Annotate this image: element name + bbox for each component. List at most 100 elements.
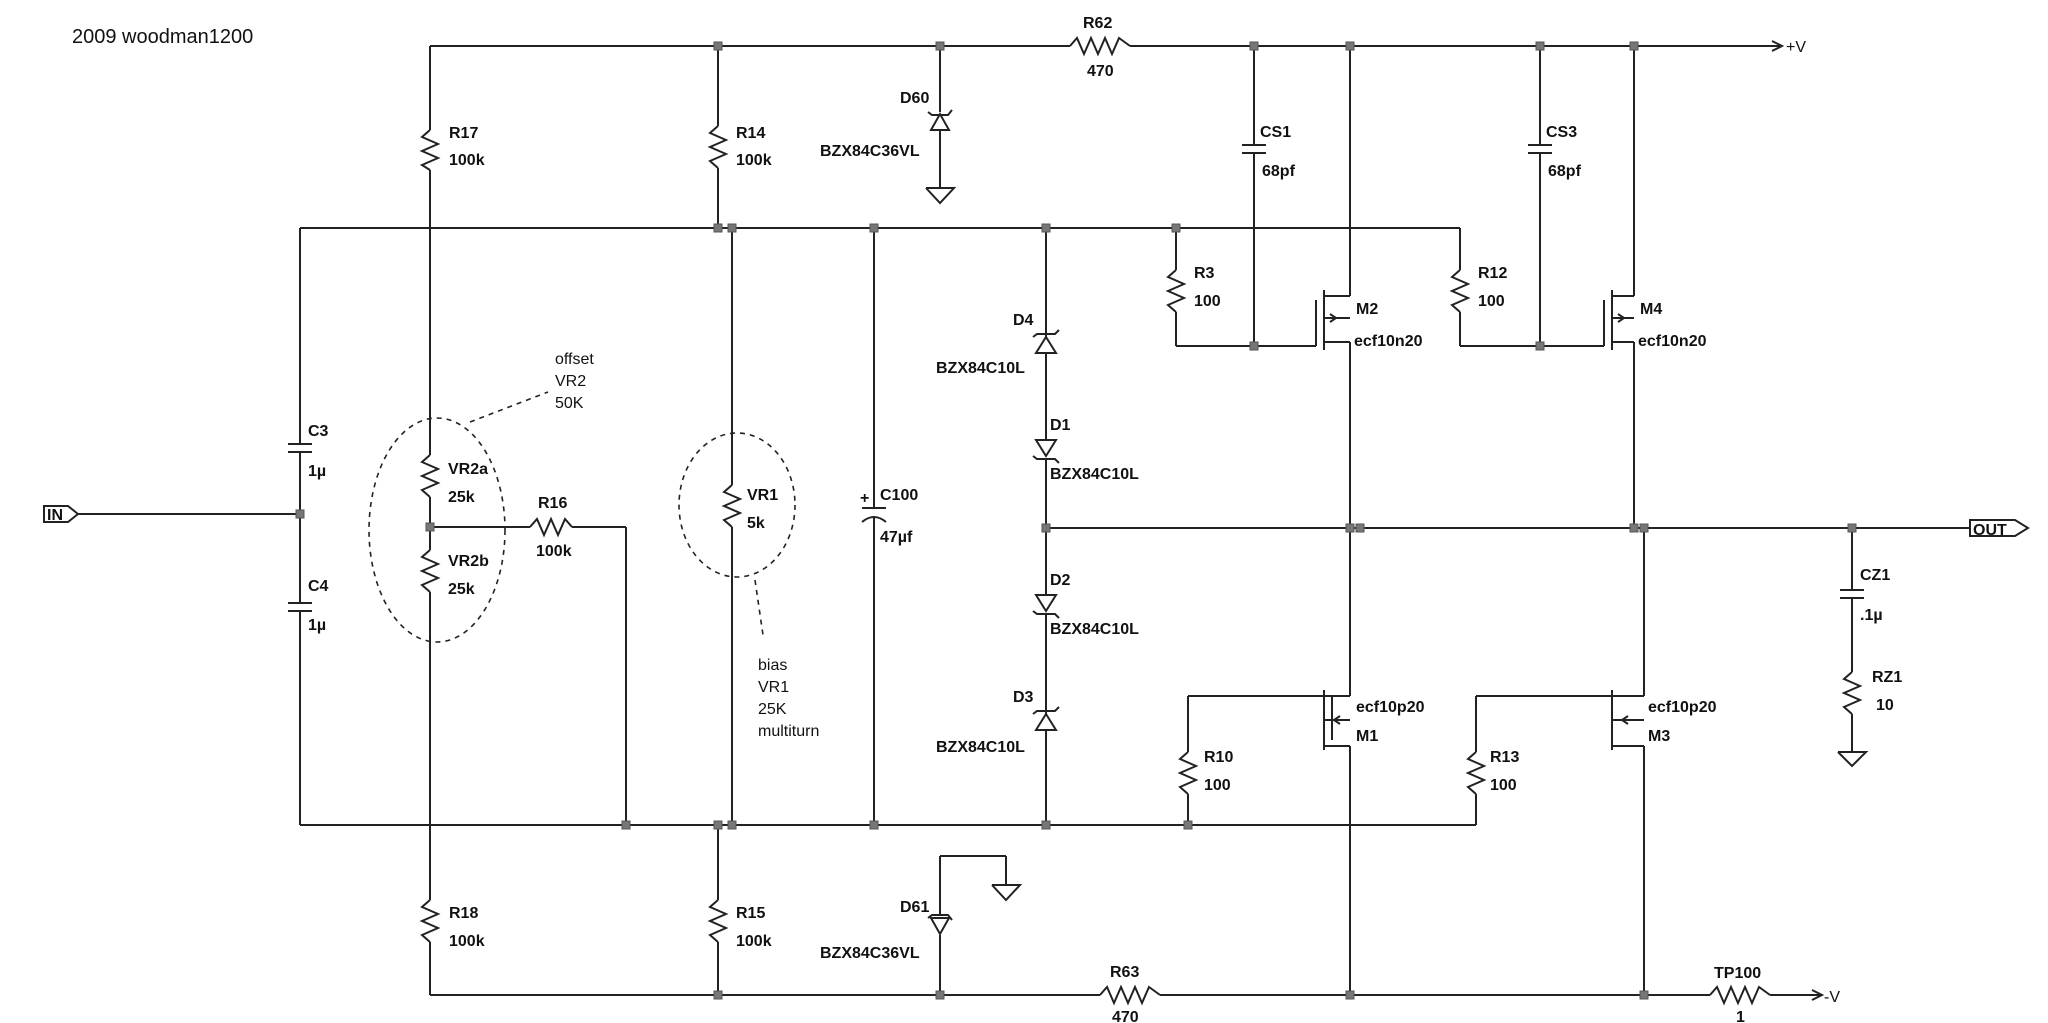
r13-value: 100 (1490, 777, 1517, 794)
d1-value: BZX84C10L (1050, 466, 1139, 483)
zener-d60: D60 BZX84C36VL (820, 46, 957, 205)
resistor-r10: R10 100 (1177, 696, 1233, 825)
vr2a-ref: VR2a (448, 461, 488, 478)
tp100-ref: TP100 (1714, 965, 1761, 982)
d61-value: BZX84C36VL (820, 945, 920, 962)
bias-note-line4: multiturn (758, 723, 819, 740)
r16-value: 100k (536, 543, 572, 560)
r13-ref: R13 (1490, 749, 1519, 766)
d61-ref: D61 (900, 899, 929, 916)
d3-ref: D3 (1013, 689, 1034, 706)
m1-value: ecf10p20 (1356, 699, 1425, 716)
output-node: OUT (1046, 519, 2030, 539)
resistor-r13: R13 100 (1465, 696, 1519, 826)
bias-note-line2: VR1 (758, 679, 789, 696)
c4-value: 1µ (308, 617, 326, 634)
resistor-r15: R15 100k (707, 825, 772, 995)
cz1-value: .1µ (1860, 607, 1883, 624)
r3-value: 100 (1194, 293, 1221, 310)
c4-ref: C4 (308, 578, 329, 595)
resistor-r14: R14 100k (707, 46, 772, 228)
r18-value: 100k (449, 933, 485, 950)
c100-value: 47µf (880, 529, 913, 546)
resistor-r17: R17 100k (419, 118, 485, 228)
resistor-tp100: TP100 1 (1709, 965, 1771, 1023)
m4-ref: M4 (1640, 301, 1662, 318)
potentiometer-vr1: VR1 5k (721, 228, 778, 825)
r10-ref: R10 (1204, 749, 1233, 766)
rz1-value: 10 (1876, 697, 1894, 714)
junction-dots (295, 41, 1857, 1000)
offset-note-line3: 50K (555, 395, 584, 412)
r62-value: 470 (1087, 63, 1114, 80)
resistor-r18: R18 100k (419, 899, 485, 950)
zener-d61: D61 BZX84C36VL (820, 855, 1023, 995)
bias-annotation: bias VR1 25K multiturn (678, 432, 819, 740)
resistor-r3: R3 100 (1165, 228, 1316, 347)
d60-ref: D60 (900, 90, 929, 107)
capacitor-cs3: CS3 68pf (1528, 46, 1582, 346)
c3-ref: C3 (308, 423, 329, 440)
input-port: IN (43, 505, 300, 524)
potentiometer-vr2a: VR2a 25k (419, 454, 488, 550)
mosfet-m4: M4 ecf10n20 (1603, 46, 1707, 528)
output-label: OUT (1973, 522, 2007, 539)
d3-value: BZX84C10L (936, 739, 1025, 756)
mosfet-m3: ecf10p20 M3 (1476, 528, 1717, 995)
mosfet-m1: ecf10p20 M1 (1188, 528, 1425, 995)
r63-ref: R63 (1110, 964, 1139, 981)
potentiometer-vr2b: VR2b 25k (419, 549, 489, 900)
capacitor-cs1: CS1 68pf (1242, 46, 1296, 346)
d4-ref: D4 (1013, 312, 1034, 329)
r15-value: 100k (736, 933, 772, 950)
cs1-ref: CS1 (1260, 124, 1291, 141)
resistor-r12: R12 100 (1449, 228, 1604, 347)
vr1-ref: VR1 (747, 487, 778, 504)
cs3-value: 68pf (1548, 163, 1582, 180)
r14-value: 100k (736, 152, 772, 169)
d2-ref: D2 (1050, 572, 1071, 589)
bias-note-line1: bias (758, 657, 787, 674)
r16-ref: R16 (538, 495, 567, 512)
c3-value: 1µ (308, 463, 326, 480)
r10-value: 100 (1204, 777, 1231, 794)
cz1-ref: CZ1 (1860, 567, 1890, 584)
r17-ref: R17 (449, 125, 478, 142)
capacitor-c3: C3 1µ (288, 423, 329, 514)
vr2a-value: 25k (448, 489, 475, 506)
r15-ref: R15 (736, 905, 765, 922)
r12-value: 100 (1478, 293, 1505, 310)
m4-value: ecf10n20 (1638, 333, 1707, 350)
m3-ref: M3 (1648, 728, 1670, 745)
resistor-r63: R63 470 (1099, 964, 1161, 1023)
mosfet-m2: M2 ecf10n20 (1315, 46, 1423, 528)
cs3-ref: CS3 (1546, 124, 1577, 141)
d2-value: BZX84C10L (1050, 621, 1139, 638)
m3-value: ecf10p20 (1648, 699, 1717, 716)
vr2b-value: 25k (448, 581, 475, 598)
resistor-r62: R62 470 (1069, 15, 1131, 80)
negative-rail-label: -V (1824, 989, 1840, 1006)
capacitor-cz1: CZ1 .1µ (1840, 528, 1890, 672)
r17-value: 100k (449, 152, 485, 169)
m1-ref: M1 (1356, 728, 1378, 745)
m2-value: ecf10n20 (1354, 333, 1423, 350)
tp100-value: 1 (1736, 1009, 1745, 1023)
offset-note-line1: offset (555, 351, 594, 368)
vr1-value: 5k (747, 515, 765, 532)
offset-note-line2: VR2 (555, 373, 586, 390)
input-label: IN (47, 507, 63, 524)
r63-value: 470 (1112, 1009, 1139, 1023)
cs1-value: 68pf (1262, 163, 1296, 180)
rz1-ref: RZ1 (1872, 669, 1902, 686)
schematic-title: 2009 woodman1200 (72, 26, 253, 48)
positive-rail-label: +V (1786, 39, 1806, 56)
vr2b-ref: VR2b (448, 553, 489, 570)
r62-ref: R62 (1083, 15, 1112, 32)
positive-rail: +V (429, 39, 1806, 118)
d60-value: BZX84C36VL (820, 143, 920, 160)
d4-value: BZX84C10L (936, 360, 1025, 377)
c100-plus-mark: + (860, 490, 869, 507)
r3-ref: R3 (1194, 265, 1215, 282)
